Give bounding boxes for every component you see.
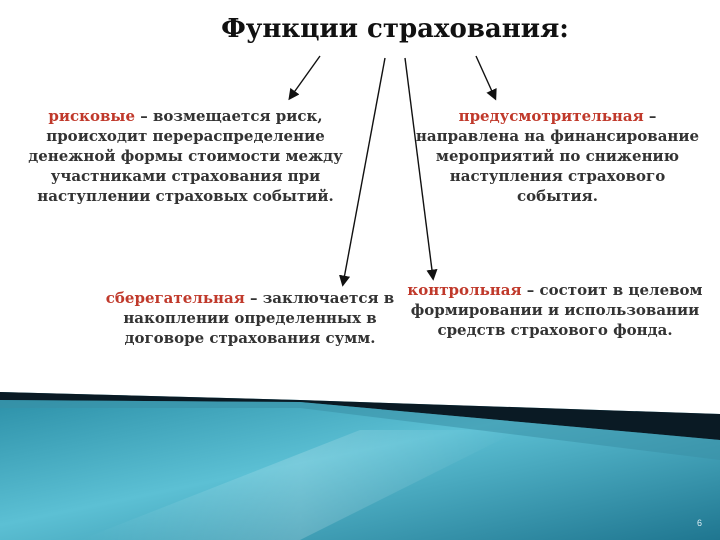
arrow-to-kontrolnaya (404, 57, 438, 281)
term-kontrolnaya: контрольная (407, 281, 522, 299)
term-riskovye: рисковые (48, 107, 136, 125)
function-sberegatelnaya: сберегательная – заключается в накоплени… (100, 288, 400, 348)
page-number: 6 (696, 518, 702, 528)
term-predusmotritelnaya: предусмотрительная (458, 107, 644, 125)
function-kontrolnaya: контрольная – состоит в целевом формиров… (405, 280, 705, 340)
desc-predusmotritelnaya: – направлена на финансирование мероприят… (415, 107, 700, 205)
arrow-to-riskovye (288, 55, 321, 101)
term-sberegatelnaya: сберегательная (105, 289, 245, 307)
function-riskovye: рисковые – возмещается риск, происходит … (18, 106, 353, 206)
slide-title: Функции страхования: (221, 14, 569, 44)
function-predusmotritelnaya: предусмотрительная – направлена на финан… (415, 106, 700, 206)
desc-sberegatelnaya: – заключается в накоплении определенных … (123, 289, 395, 347)
desc-riskovye: – возмещается риск, происходит перераспр… (28, 107, 343, 205)
desc-kontrolnaya: – состоит в целевом формировании и испол… (410, 281, 703, 339)
arrow-to-sberegatelnaya (339, 57, 386, 287)
arrow-to-predusmotritelnaya (475, 55, 497, 101)
